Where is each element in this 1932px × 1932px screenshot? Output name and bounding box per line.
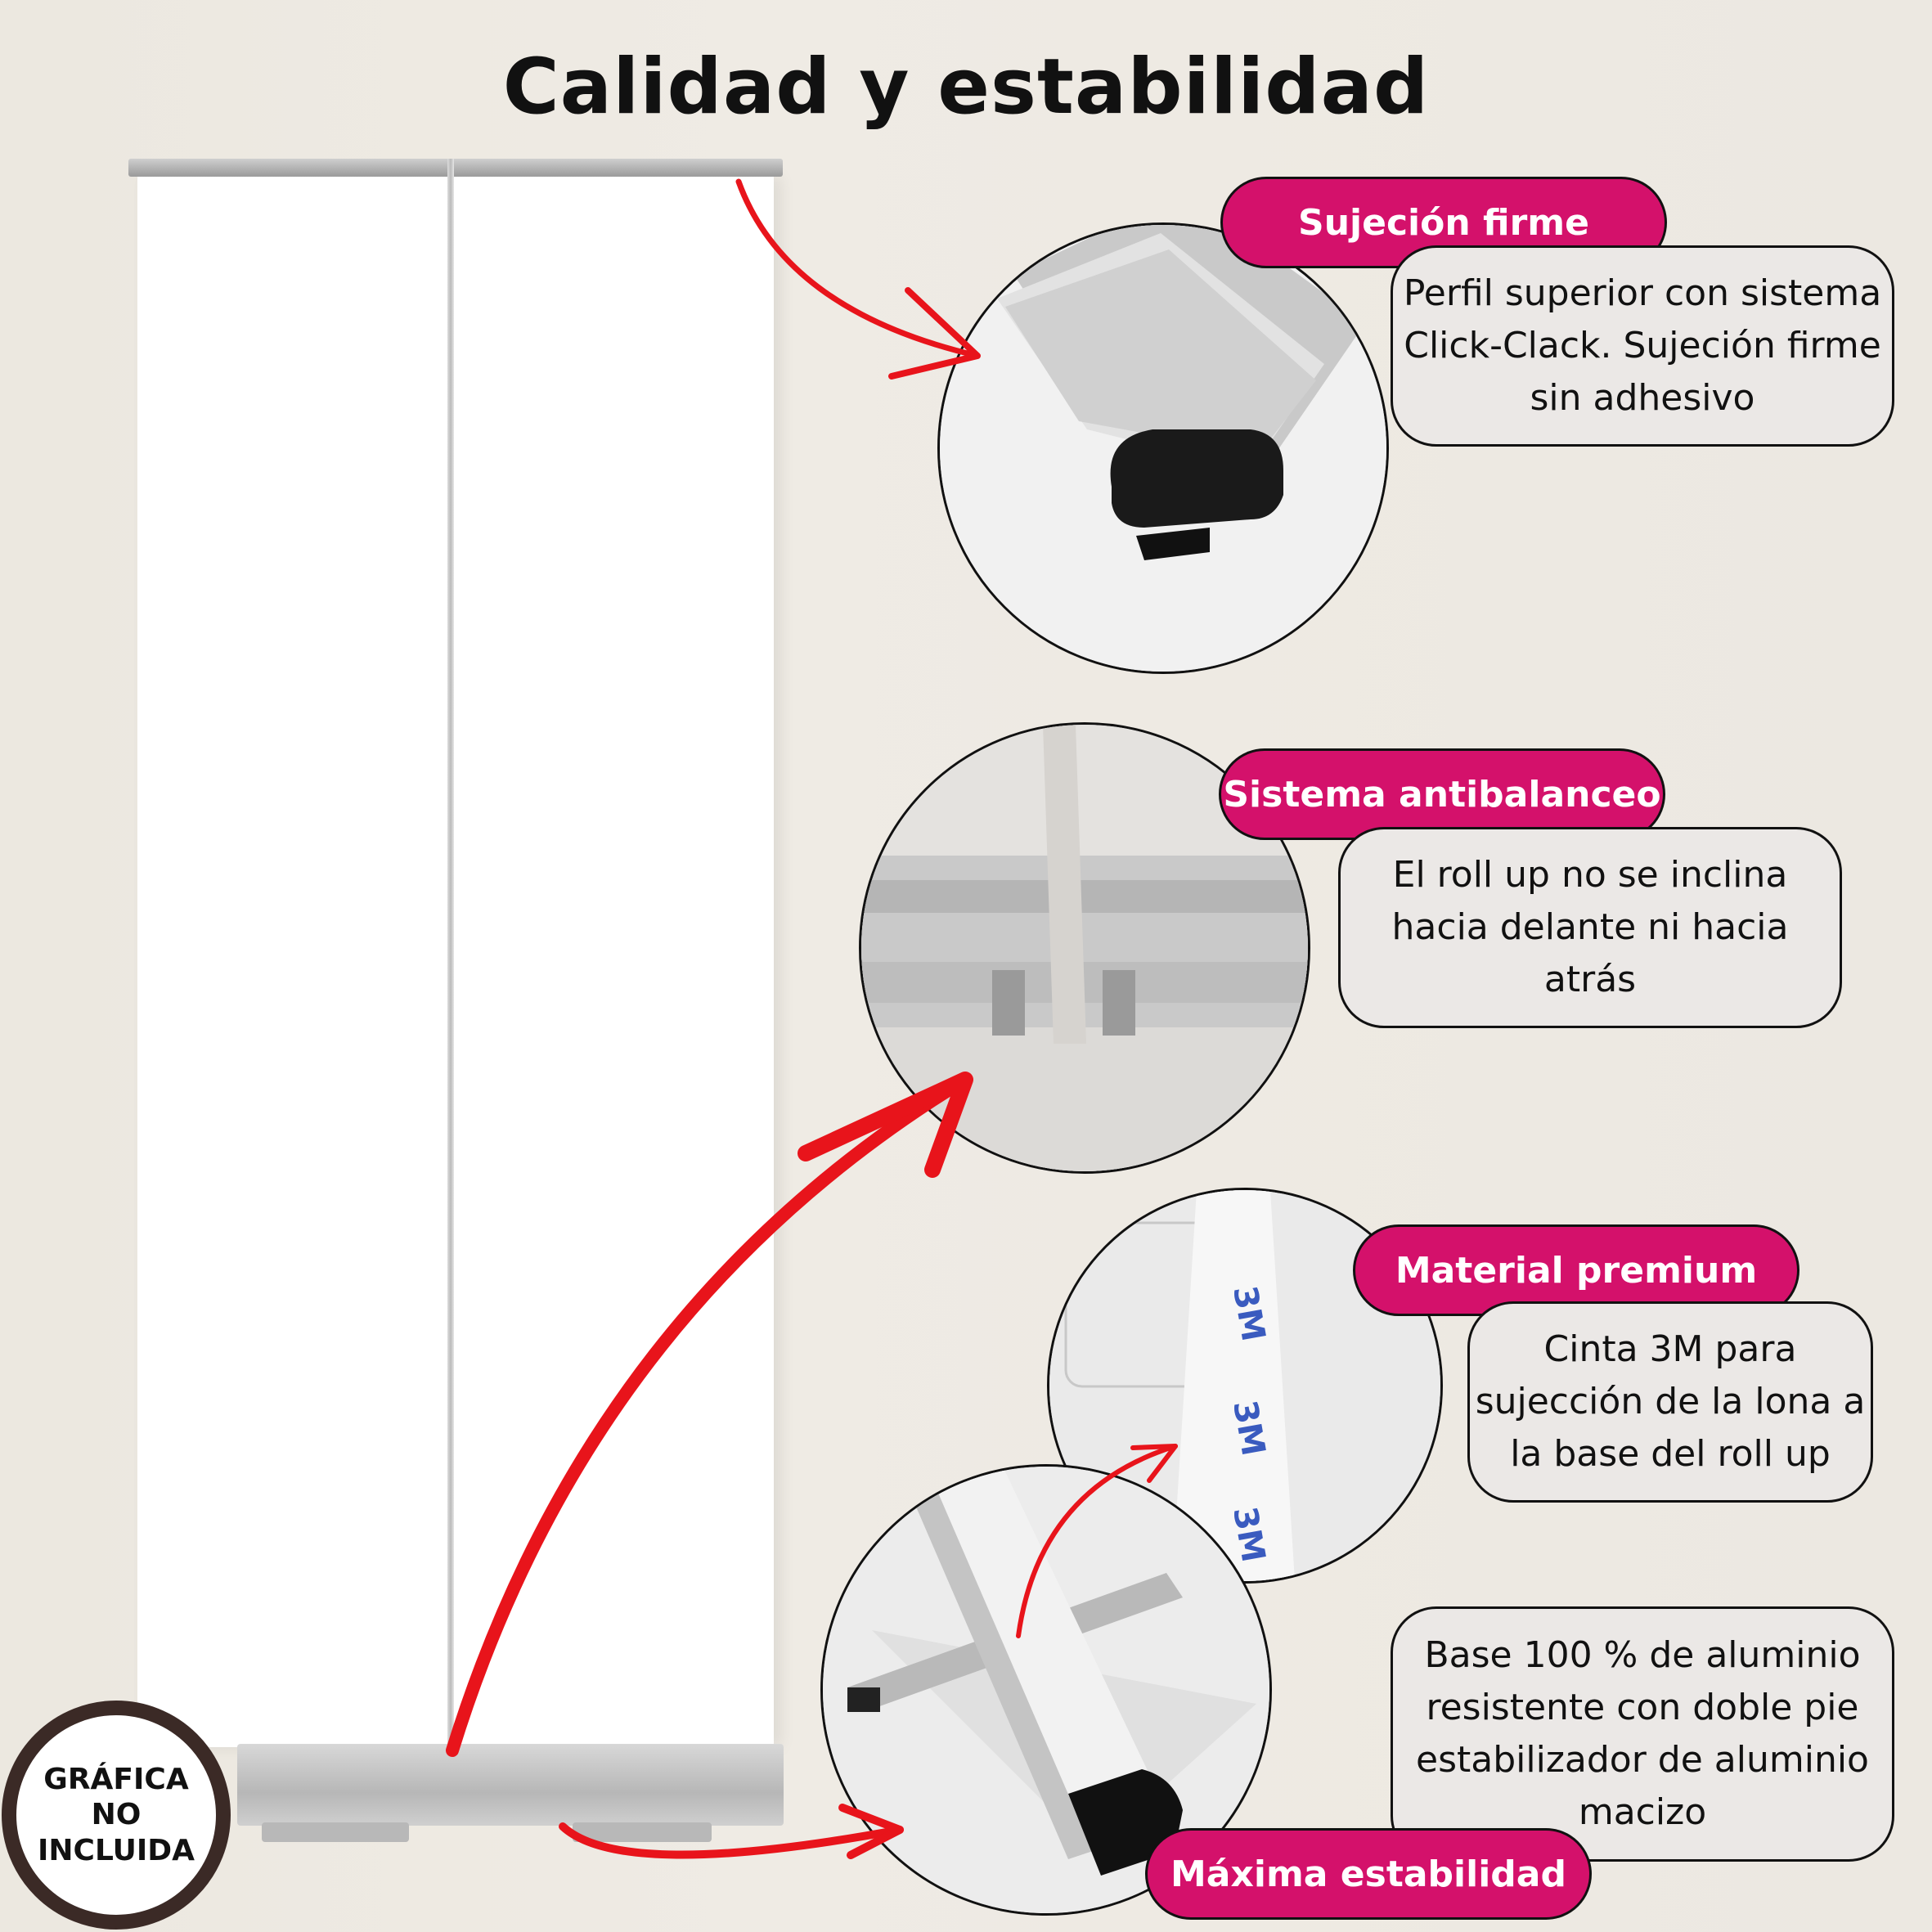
feature-label-material: Material premium [1353,1224,1799,1316]
top-profile-photo [937,222,1389,674]
feature-label-antibalanceo: Sistema antibalanceo [1219,748,1665,840]
arrow-to-base [559,1822,904,1859]
arrow-to-top-profile [735,178,981,359]
feature-text-sujecion: Perfil superior con sistema Click-Clack.… [1391,245,1894,447]
feature-text-estabilidad: Base 100 % de aluminio resistente con do… [1391,1606,1894,1862]
rollup-foot-right [573,1822,712,1842]
graphic-not-included-badge: GRÁFICA NO INCLUIDA [2,1701,231,1930]
rollup-foot-left [262,1822,409,1842]
rollup-banner [137,177,774,1747]
page-title: Calidad y estabilidad [502,43,1430,132]
rollup-base [237,1744,784,1826]
feature-text-material: Cinta 3M para sujección de la lona a la … [1467,1301,1873,1503]
arrow-to-anti-sway [446,1073,972,1757]
rollup-top-bar [128,159,783,177]
feature-text-antibalanceo: El roll up no se inclina hacia delante n… [1338,827,1842,1028]
feature-label-estabilidad: Máxima estabilidad [1145,1828,1592,1920]
arrow-to-3m-tape [1016,1444,1178,1638]
rollup-pole [447,159,454,1754]
